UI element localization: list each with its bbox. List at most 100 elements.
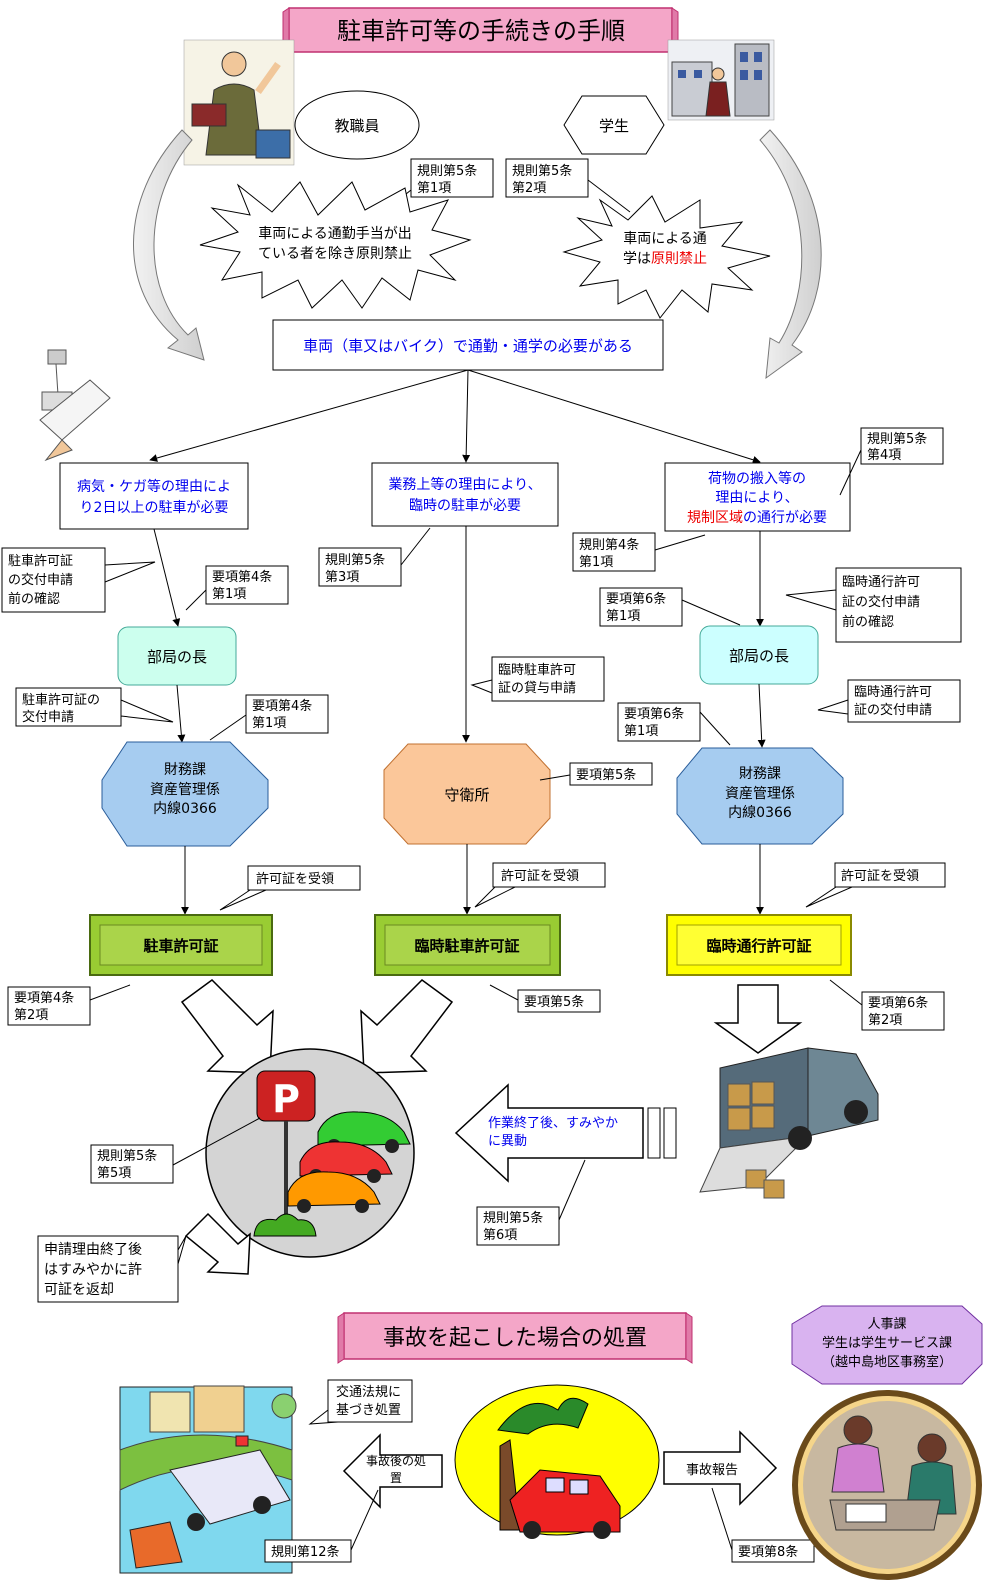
callout-receive-1: 許可証を受領 [219, 865, 361, 911]
right-flow-arc [759, 129, 822, 380]
svg-text:ている者を除き原則禁止: ている者を除き原則禁止 [258, 246, 412, 262]
svg-text:臨時駐車許可: 臨時駐車許可 [498, 663, 576, 678]
ref-rule4-1: 規則第4条 第1項 [572, 532, 706, 572]
need-box [272, 319, 664, 371]
svg-text:規則第5条: 規則第5条 [867, 431, 927, 447]
svg-text:第2項: 第2項 [14, 1008, 48, 1023]
svg-text:置: 置 [390, 1471, 402, 1485]
svg-text:交通法規に: 交通法規に [336, 1384, 401, 1400]
svg-text:規則第5条: 規則第5条 [417, 163, 477, 179]
ref-y5-a: 要項第5条 [539, 762, 653, 786]
svg-text:規則第5条: 規則第5条 [97, 1148, 157, 1164]
svg-text:規則第4条: 規則第4条 [579, 537, 639, 553]
arrow-to-parking-1 [180, 979, 274, 1074]
svg-text:証の交付申請: 証の交付申請 [842, 594, 920, 610]
svg-text:に異動: に異動 [488, 1134, 527, 1149]
svg-text:第2項: 第2項 [512, 181, 546, 196]
svg-text:規則第5条: 規則第5条 [483, 1210, 543, 1226]
svg-text:第1項: 第1項 [212, 587, 246, 602]
svg-text:規制区域の通行が必要: 規制区域の通行が必要 [687, 510, 827, 526]
svg-text:可証を返却: 可証を返却 [44, 1282, 114, 1298]
permit-parking: 駐車許可証 [89, 914, 273, 976]
ref-y8: 要項第8条 [711, 1487, 815, 1563]
svg-text:駐車許可証の: 駐車許可証の [22, 693, 100, 708]
callout-pre-confirm-3: 臨時通行許可 証の交付申請 前の確認 [785, 567, 962, 643]
svg-text:荷物の搬入等の: 荷物の搬入等の [708, 470, 806, 487]
ref-rule5-2: 規則第5条 第2項 [505, 158, 631, 213]
ref-y6-1a: 要項第6条 第1項 [599, 587, 741, 627]
svg-text:内線0366: 内線0366 [728, 805, 792, 821]
svg-text:証の交付申請: 証の交付申請 [854, 702, 932, 718]
svg-text:駐車許可証: 駐車許可証 [8, 554, 73, 569]
left-flow-arc [133, 129, 205, 361]
svg-text:り2日以上の駐車が必要: り2日以上の駐車が必要 [80, 499, 229, 516]
student-label: 学生 [599, 117, 629, 135]
callout-lend: 臨時駐車許可 証の貸与申請 [470, 656, 605, 702]
svg-text:第1項: 第1項 [624, 724, 658, 739]
car-crash-illustration [454, 1384, 660, 1539]
ref-y4-1a: 要項第4条 第1項 [185, 565, 289, 611]
case-business-box [371, 462, 559, 527]
svg-text:作業終了後、すみやか: 作業終了後、すみやか [488, 1115, 618, 1131]
svg-text:P: P [272, 1077, 300, 1121]
svg-text:人事課: 人事課 [867, 1316, 906, 1332]
ref-rule5-4: 規則第5条 第4項 [839, 427, 944, 496]
svg-text:内線0366: 内線0366 [153, 801, 217, 817]
svg-text:前の確認: 前の確認 [8, 591, 60, 607]
svg-text:事故報告: 事故報告 [686, 1463, 738, 1478]
callout-apply-3: 臨時通行許可 証の交付申請 [817, 679, 961, 723]
ref-rule5-5: 規則第5条 第5項 [90, 1117, 261, 1184]
svg-text:許可証を受領: 許可証を受領 [501, 868, 579, 884]
ref-rule5-1: 規則第5条 第1項 [379, 158, 494, 216]
page-title: 駐車許可等の手続きの手順 [337, 17, 625, 45]
callout-traffic-law: 交通法規に 基づき処置 [308, 1379, 413, 1425]
svg-text:病気・ケガ等の理由によ: 病気・ケガ等の理由によ [77, 478, 231, 495]
svg-text:財務課: 財務課 [739, 766, 781, 782]
svg-text:部局の長: 部局の長 [729, 647, 789, 665]
svg-text:要項第6条: 要項第6条 [868, 995, 928, 1011]
student-illustration [667, 39, 775, 121]
svg-text:前の確認: 前の確認 [842, 614, 894, 630]
arrow-to-truck [713, 984, 803, 1054]
callout-return: 申請理由終了後 はすみやかに許 可証を返却 [37, 1235, 187, 1303]
svg-text:駐車許可証: 駐車許可証 [143, 937, 218, 955]
title-banner: 駐車許可等の手続きの手順 [282, 7, 679, 57]
ref-y6-2: 要項第6条 第2項 [829, 979, 945, 1031]
injured-illustration [39, 349, 111, 462]
hr-office [791, 1305, 983, 1385]
student-node [563, 95, 665, 155]
hospital-illustration [119, 1385, 297, 1574]
svg-text:の交付申請: の交付申請 [8, 572, 73, 588]
return-arrow [184, 1212, 251, 1275]
permit-temp-pass: 臨時通行許可証 [666, 914, 852, 976]
svg-text:資産管理係: 資産管理係 [725, 786, 795, 802]
svg-text:財務課: 財務課 [164, 762, 206, 778]
svg-text:許可証を受領: 許可証を受領 [841, 868, 919, 884]
case-delivery-box [664, 462, 851, 532]
svg-text:臨時通行許可: 臨時通行許可 [854, 685, 932, 700]
teacher-illustration [183, 39, 295, 166]
accident-banner: 事故を起こした場合の処置 [337, 1312, 693, 1364]
svg-text:要項第6条: 要項第6条 [606, 591, 666, 607]
svg-text:申請理由終了後: 申請理由終了後 [44, 1242, 142, 1258]
svg-text:規則第5条: 規則第5条 [512, 163, 572, 179]
svg-text:学は原則禁止: 学は原則禁止 [623, 251, 707, 267]
svg-text:臨時通行許可: 臨時通行許可 [842, 575, 920, 590]
svg-text:第3項: 第3項 [325, 570, 359, 585]
guard-station [383, 743, 551, 845]
svg-text:守衛所: 守衛所 [444, 786, 489, 804]
svg-text:臨時通行許可証: 臨時通行許可証 [706, 937, 811, 955]
after-accident-arrow: 事故後の処 置 [342, 1433, 443, 1509]
need-label: 車両（車又はバイク）で通勤・通学の必要がある [303, 337, 633, 355]
parking-lot-illustration: P [205, 1048, 415, 1258]
svg-text:事故後の処: 事故後の処 [366, 1453, 426, 1468]
svg-text:証の貸与申請: 証の貸与申請 [498, 680, 576, 696]
svg-text:車両による通: 車両による通 [623, 230, 707, 247]
svg-text:第1項: 第1項 [579, 555, 613, 570]
svg-text:要項第4条: 要項第4条 [212, 569, 272, 585]
truck-illustration [699, 1047, 879, 1199]
svg-text:要項第4条: 要項第4条 [14, 990, 74, 1006]
svg-text:要項第4条: 要項第4条 [252, 698, 312, 714]
ref-rule5-3: 規則第5条 第3項 [318, 527, 431, 587]
